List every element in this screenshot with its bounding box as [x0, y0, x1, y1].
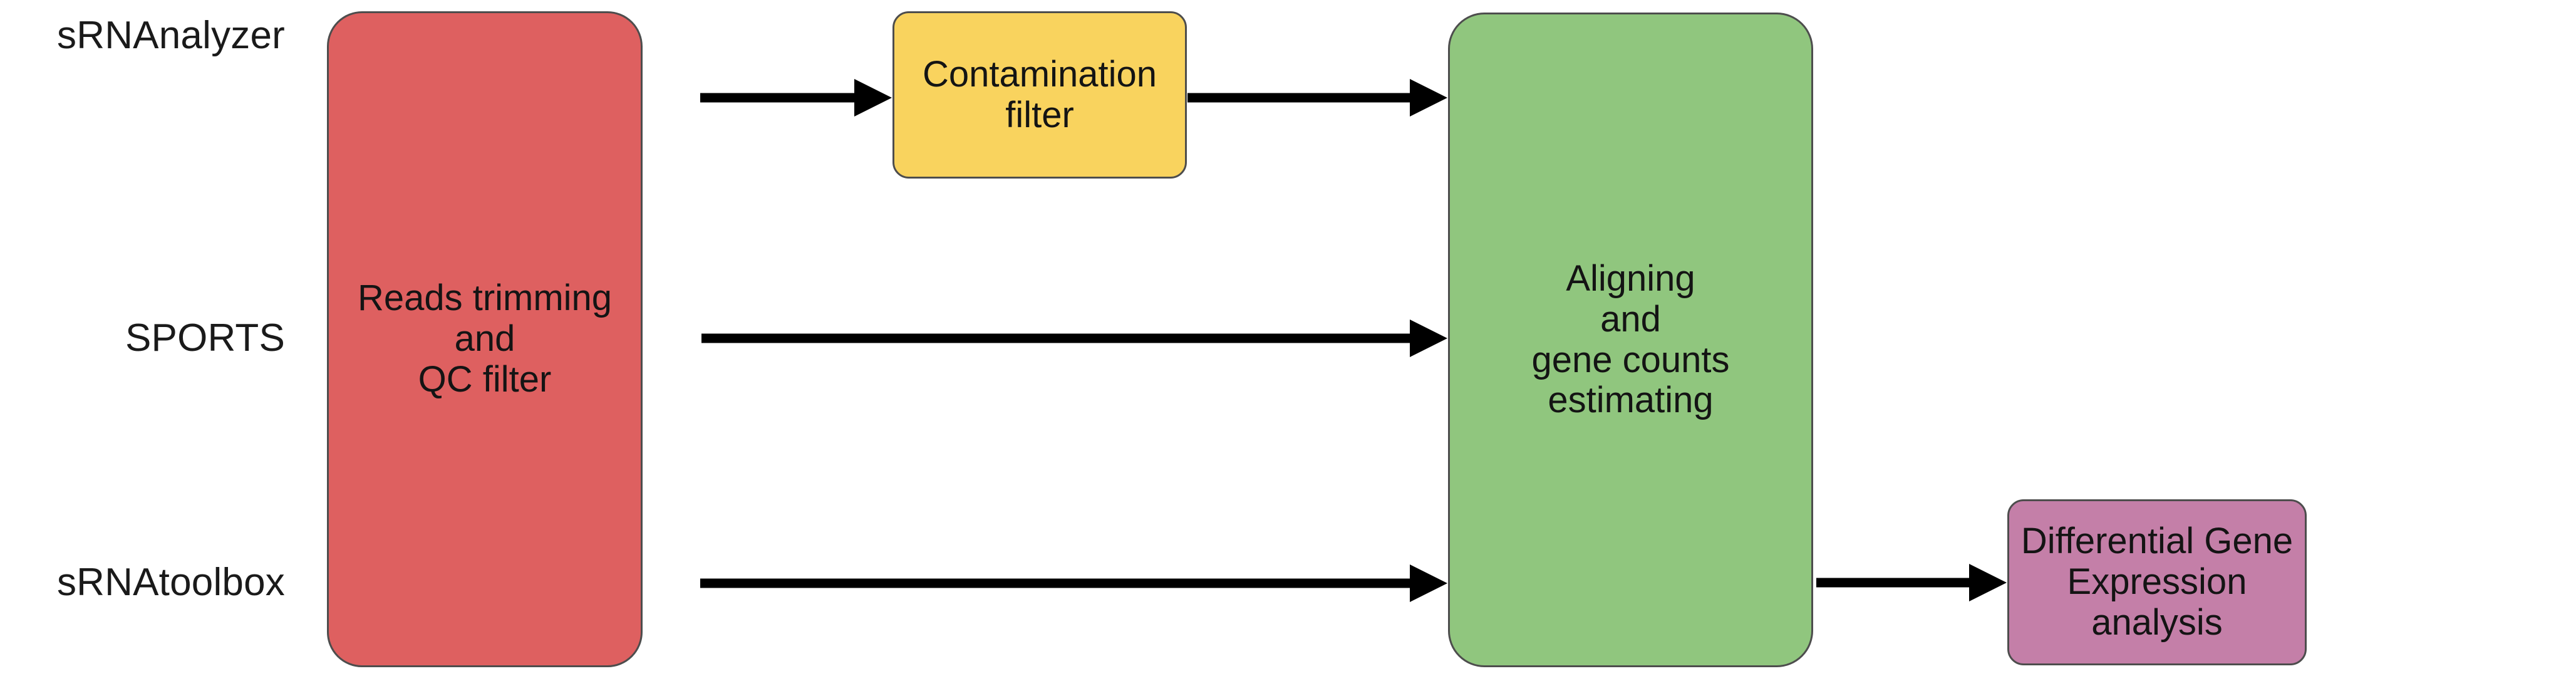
node-differential-gene-expression-analysis[interactable]: Differential Gene Expression analysis [2007, 499, 2307, 665]
arrow-trimming-to-aligning-toolbox [700, 564, 1447, 602]
row-label-srnatoolbox: sRNAtoolbox [56, 561, 285, 604]
arrow-aligning-to-dge [1816, 564, 2007, 601]
node-differential-gene-expression-analysis-label: Differential Gene Expression analysis [2020, 521, 2294, 643]
node-reads-trimming-qc-filter[interactable]: Reads trimming and QC filter [327, 11, 643, 667]
node-aligning-gene-counts-estimating-label: Aligning and gene counts estimating [1531, 257, 1730, 421]
arrow-contamination-to-aligning [1187, 79, 1447, 117]
node-contamination-filter-label: Contamination filter [923, 53, 1157, 135]
node-aligning-gene-counts-estimating[interactable]: Aligning and gene counts estimating [1448, 13, 1813, 667]
node-contamination-filter[interactable]: Contamination filter [892, 11, 1187, 179]
row-label-sports: SPORTS [125, 316, 285, 360]
arrow-trimming-to-contamination [700, 79, 892, 117]
arrow-trimming-to-aligning-sports [701, 320, 1447, 357]
row-label-srnanalyzer: sRNAnalyzer [57, 14, 285, 57]
node-reads-trimming-qc-filter-label: Reads trimming and QC filter [357, 278, 613, 400]
